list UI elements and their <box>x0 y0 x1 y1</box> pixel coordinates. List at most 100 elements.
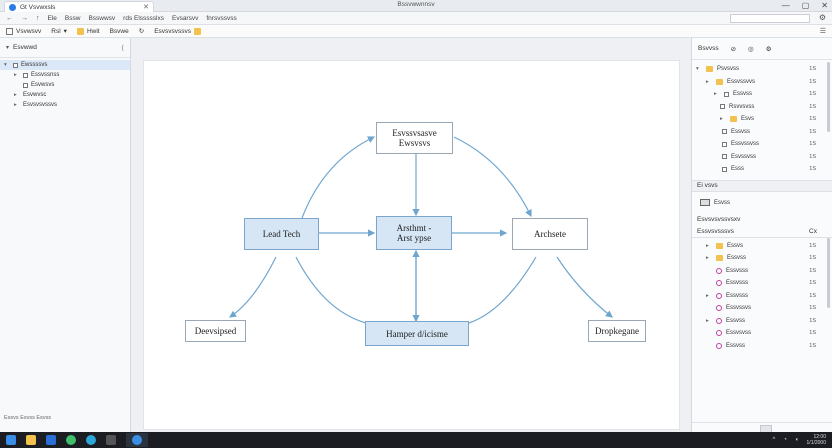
stop-icon[interactable]: ⊘ <box>730 45 737 53</box>
menu-item-file[interactable]: Ele <box>47 14 57 22</box>
expand-icon[interactable]: ▾ <box>4 62 7 68</box>
checkbox[interactable] <box>724 91 729 97</box>
expand-icon[interactable]: ▸ <box>706 292 709 299</box>
circle-icon <box>716 305 722 312</box>
section-header[interactable]: Essvsvsssvs Cx <box>692 225 832 238</box>
image-row[interactable]: Esvss <box>692 192 832 214</box>
checkbox[interactable] <box>722 166 727 172</box>
expand-icon[interactable]: ▸ <box>14 102 17 108</box>
expand-icon[interactable]: ▸ <box>706 317 709 324</box>
browser-tab[interactable]: Gt Vsvwxsls ✕ <box>4 1 154 12</box>
clock[interactable]: 12:00 1/1/2000 <box>806 434 826 446</box>
app-icon <box>9 3 16 11</box>
back-icon[interactable]: ← <box>6 14 13 22</box>
toolbar-item-2[interactable]: Rsl▾ <box>51 27 67 36</box>
toolbar-item-1[interactable]: Vsvwsvv <box>6 27 41 35</box>
close-tab-icon[interactable]: ✕ <box>143 4 149 11</box>
menu-item-3[interactable]: Bsswwsv <box>88 14 116 22</box>
node-architect[interactable]: Archsete <box>512 218 588 250</box>
chevron-up-icon[interactable]: ^ <box>772 437 776 443</box>
start-icon[interactable] <box>6 435 16 445</box>
expand-icon[interactable]: ▸ <box>720 116 723 123</box>
page-icon <box>23 82 28 88</box>
active-app-icon[interactable] <box>126 433 148 447</box>
node-center[interactable]: Arsthmt - Arst ypse <box>376 216 452 250</box>
expand-icon[interactable]: ▸ <box>706 255 709 262</box>
search-input[interactable] <box>730 14 810 23</box>
minimize-icon[interactable]: — <box>781 1 790 10</box>
node-developer[interactable]: Deevsipsed <box>185 320 246 342</box>
sidebar-item[interactable]: Esvwsvs <box>0 80 130 90</box>
checkbox[interactable] <box>722 141 727 147</box>
forward-icon[interactable]: → <box>21 14 28 22</box>
mail-icon[interactable] <box>46 435 56 445</box>
diagram-canvas[interactable]: Esvssvsasve Ewsvsvs Lead Tech Arsthmt - … <box>143 60 680 430</box>
expand-icon[interactable]: ▸ <box>14 72 17 78</box>
menu-item-5[interactable]: Evsarsvv <box>171 14 199 22</box>
volume-icon[interactable]: ◖ <box>794 437 799 443</box>
panel-tool-label[interactable]: Bsvvss <box>698 45 719 52</box>
browser-icon[interactable] <box>66 435 76 445</box>
scrollbar[interactable] <box>827 238 830 308</box>
sidebar-item[interactable]: ▸ Esvsvsvssvs <box>0 100 130 110</box>
node-top[interactable]: Esvssvsasve Ewsvsvs <box>376 122 453 154</box>
maximize-icon[interactable]: ▢ <box>801 1 810 10</box>
node-lead-tech[interactable]: Lead Tech <box>244 218 319 250</box>
toolbar-item-6[interactable]: Esvsvsvssvs <box>154 27 202 35</box>
toolbar-item-5[interactable]: ↻ <box>139 27 144 35</box>
expand-icon[interactable]: ▸ <box>714 91 717 98</box>
target-icon[interactable]: ◎ <box>748 45 754 53</box>
collapse-icon[interactable]: ⟨ <box>121 44 124 52</box>
sidebar-item[interactable]: ▸ Essvssnss <box>0 70 130 80</box>
expand-icon[interactable]: ▸ <box>14 92 17 98</box>
expand-icon[interactable]: ▸ <box>706 242 709 249</box>
terminal-icon[interactable] <box>106 435 116 445</box>
network-icon[interactable]: ◔ <box>783 437 787 443</box>
section-header[interactable]: Ei vsvs <box>692 179 832 192</box>
scrollbar[interactable] <box>827 62 830 132</box>
toolbar-item-4[interactable]: Bsvwe <box>109 27 129 35</box>
more-icon[interactable]: ☰ <box>819 28 826 35</box>
settings-icon[interactable]: ⚙ <box>818 13 826 22</box>
gear-icon[interactable]: ⚙ <box>765 45 772 53</box>
toolbar-item-3[interactable]: Hwit <box>76 27 100 35</box>
checkbox[interactable] <box>720 104 725 110</box>
menu-item-6[interactable]: fnrsvssvss <box>206 14 237 22</box>
file-explorer-icon[interactable] <box>26 435 36 445</box>
layout-icon <box>6 27 13 35</box>
menu-item-2[interactable]: Bssw <box>64 14 81 22</box>
connector-line <box>468 256 537 324</box>
checkbox[interactable] <box>722 154 727 160</box>
sidebar-item[interactable]: ▸ Esvwvsc <box>0 90 130 100</box>
breadcrumb[interactable]: rds Elssssslxs <box>123 14 164 22</box>
expand-icon[interactable]: ▾ <box>696 66 699 73</box>
checkbox[interactable] <box>722 129 727 135</box>
sidebar-header[interactable]: ▾ Esvwwd ⟨ <box>0 38 130 58</box>
close-window-icon[interactable]: ✕ <box>821 1 828 10</box>
edge-icon[interactable] <box>86 435 96 445</box>
up-icon[interactable]: ↑ <box>36 14 40 22</box>
expand-icon[interactable]: ▸ <box>706 78 709 85</box>
section-header[interactable]: Esvsvsvssvsxv <box>692 213 832 226</box>
node-deployment[interactable]: Dropkegane <box>588 320 646 342</box>
sidebar-item[interactable]: ▾ Ewssssvs <box>0 60 130 70</box>
node-manager[interactable]: Hamper d/icisme <box>365 321 469 346</box>
